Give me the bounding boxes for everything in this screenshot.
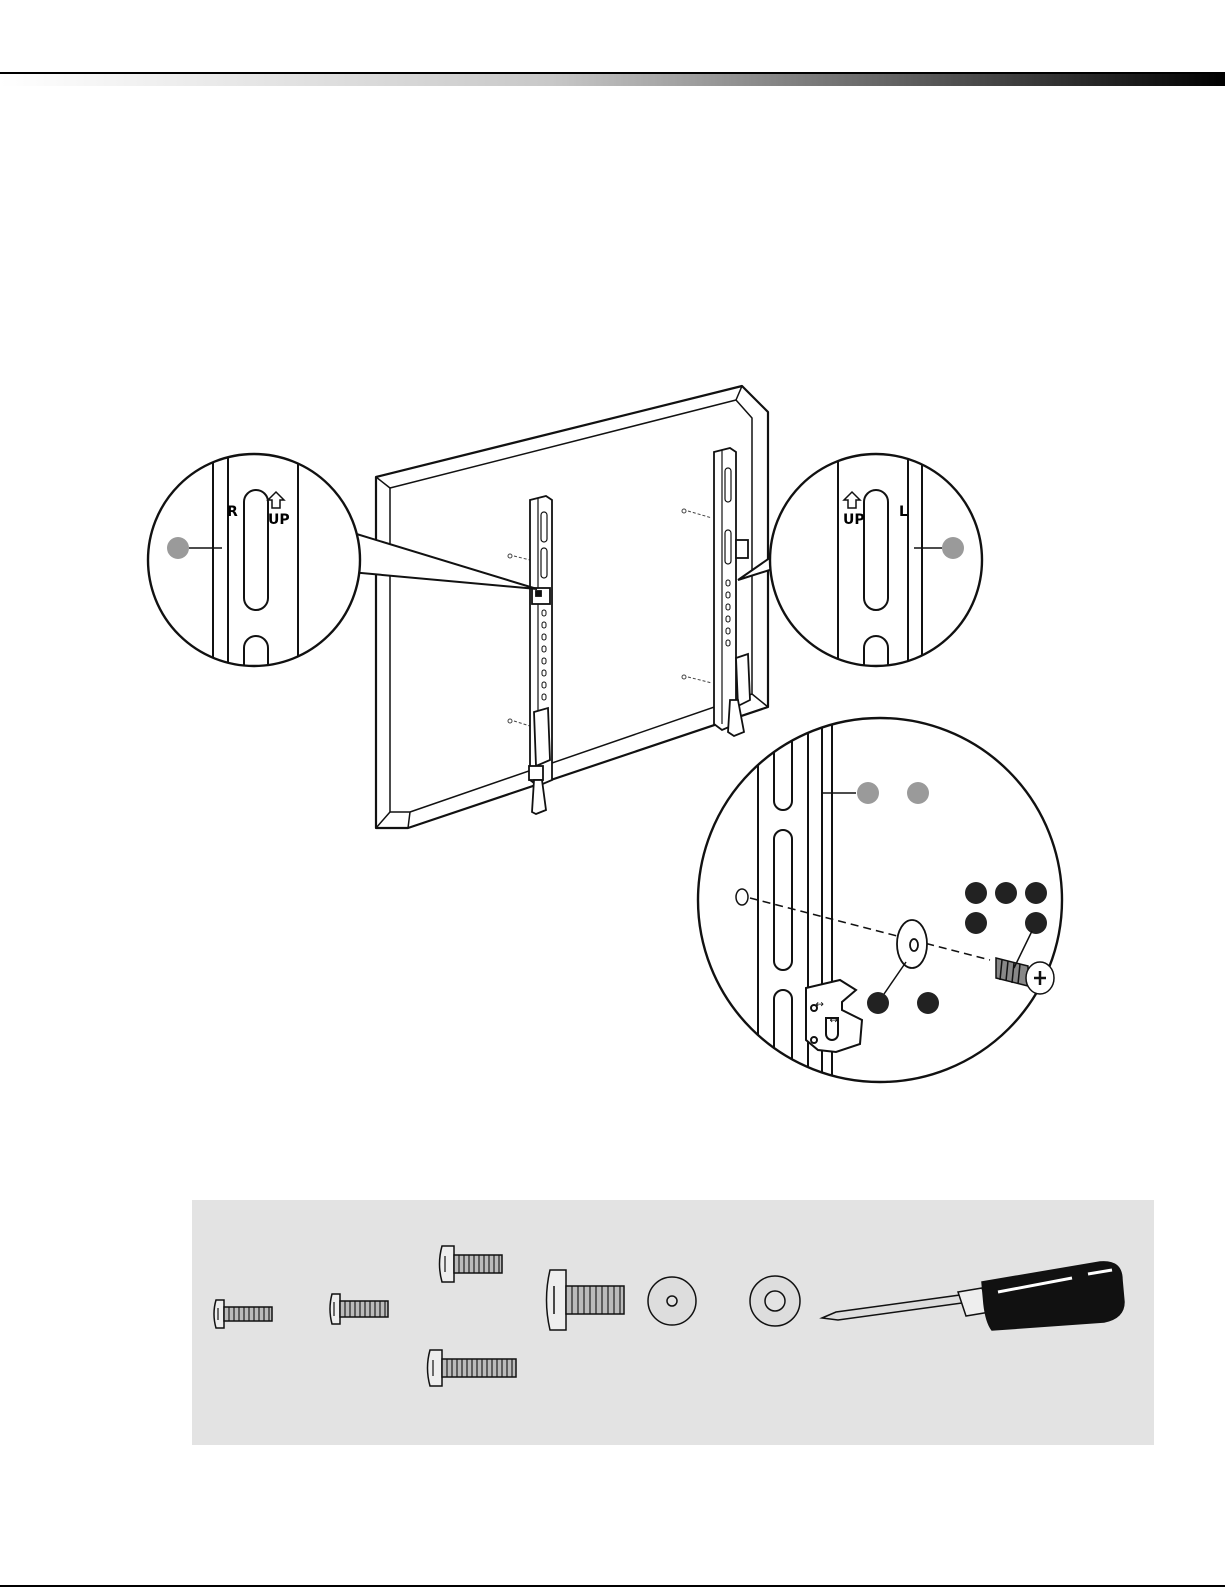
side-label-r: R — [227, 504, 238, 520]
zoom-circle-l: UP L — [770, 440, 982, 680]
screw-icon — [330, 1294, 388, 1324]
screw-icon — [547, 1270, 625, 1330]
svg-text:↕: ↕ — [813, 1000, 824, 1008]
screw-icon — [440, 1246, 503, 1282]
side-label-l: L — [899, 504, 908, 520]
washer-icon — [897, 920, 927, 968]
washer-icon — [750, 1276, 800, 1326]
zoom-circle-r: R UP — [148, 440, 360, 680]
svg-text:↕: ↕ — [827, 1016, 838, 1024]
zoom-circle-fastener-detail: ↕ ↕ — [698, 700, 1062, 1100]
screw-icon — [428, 1350, 517, 1386]
washer-icon — [648, 1277, 696, 1325]
screw-icon — [214, 1300, 272, 1328]
hardware-and-tools-panel — [192, 1200, 1154, 1445]
direction-label-l: UP — [843, 512, 865, 528]
tv-mounting-hole — [736, 889, 748, 905]
callout-badge — [167, 537, 189, 559]
bracket-r — [529, 496, 552, 814]
direction-label-r: UP — [268, 512, 290, 528]
tv-bracket-installation-diagram: R UP UP L — [0, 0, 1225, 1120]
callout-badge — [942, 537, 964, 559]
bracket-hinge-tab: ↕ ↕ — [806, 980, 862, 1052]
screwdriver-icon — [822, 1262, 1124, 1330]
tv-back-panel — [376, 386, 768, 828]
